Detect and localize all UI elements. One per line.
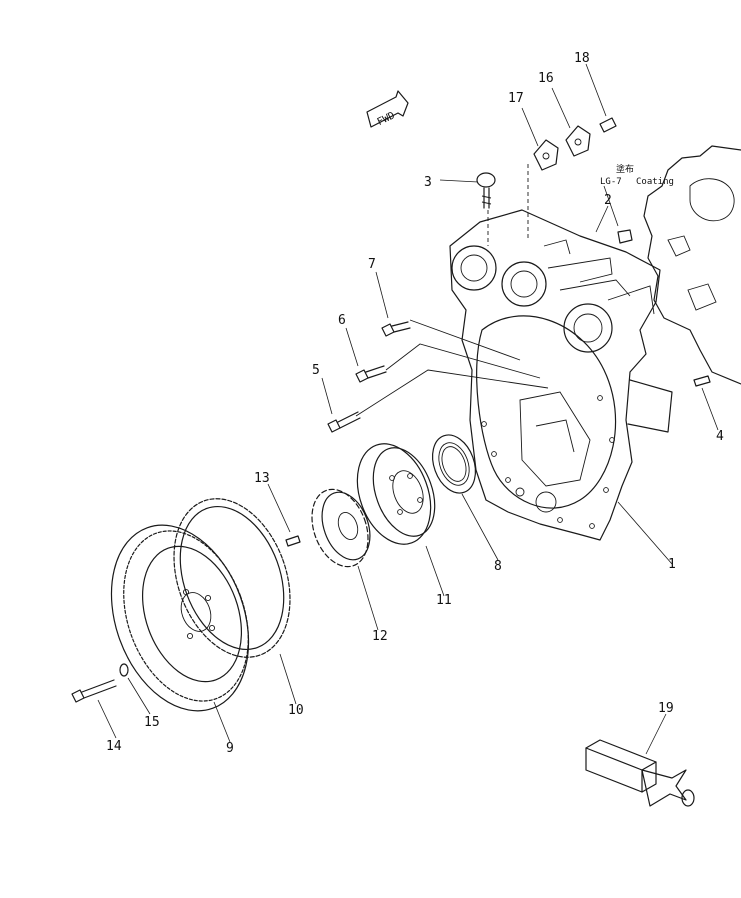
callout-4: 4 [716, 429, 724, 444]
oil-seal [431, 434, 477, 494]
coating-note: Coating [636, 177, 674, 187]
lg7-note: LG-7 [600, 177, 622, 187]
plug [617, 229, 633, 244]
flywheel-housing [449, 209, 673, 541]
leader-lines [97, 63, 719, 755]
dowel-pin [693, 375, 711, 387]
eye-bolt [476, 172, 496, 209]
cover-bolt [599, 117, 617, 133]
washer [119, 663, 129, 677]
callout-18: 18 [574, 51, 590, 66]
bolt-6 [355, 365, 387, 383]
fwd-label: FWD [376, 110, 397, 128]
callout-5: 5 [312, 363, 320, 378]
callout-10: 10 [288, 703, 304, 718]
gear [311, 488, 371, 568]
damper-pulley [356, 443, 436, 545]
flywheel-bolt [71, 679, 117, 703]
callout-7: 7 [368, 257, 376, 272]
callout-11: 11 [436, 593, 452, 608]
callout-19: 19 [658, 701, 674, 716]
callout-8: 8 [494, 559, 502, 574]
callout-14: 14 [106, 739, 122, 754]
callout-1: 1 [668, 557, 676, 572]
callout-15: 15 [144, 715, 160, 730]
callout-17: 17 [508, 91, 524, 106]
fwd-arrow-icon: FWD [366, 90, 409, 128]
cover-plate [565, 125, 591, 157]
callout-12: 12 [372, 629, 388, 644]
callout-16: 16 [538, 71, 554, 86]
callout-9: 9 [226, 741, 234, 756]
gasket [533, 139, 559, 171]
turning-tool [585, 739, 695, 807]
bolt-5 [327, 411, 361, 433]
coating-kanji-note: 塗布 [616, 163, 634, 175]
callout-2: 2 [604, 193, 612, 208]
callout-6: 6 [338, 313, 346, 328]
flywheel [110, 524, 250, 712]
bolt-7 [381, 321, 411, 337]
callout-3: 3 [424, 175, 432, 190]
callout-13: 13 [254, 471, 270, 486]
engine-block [643, 145, 741, 385]
pin [285, 535, 301, 547]
